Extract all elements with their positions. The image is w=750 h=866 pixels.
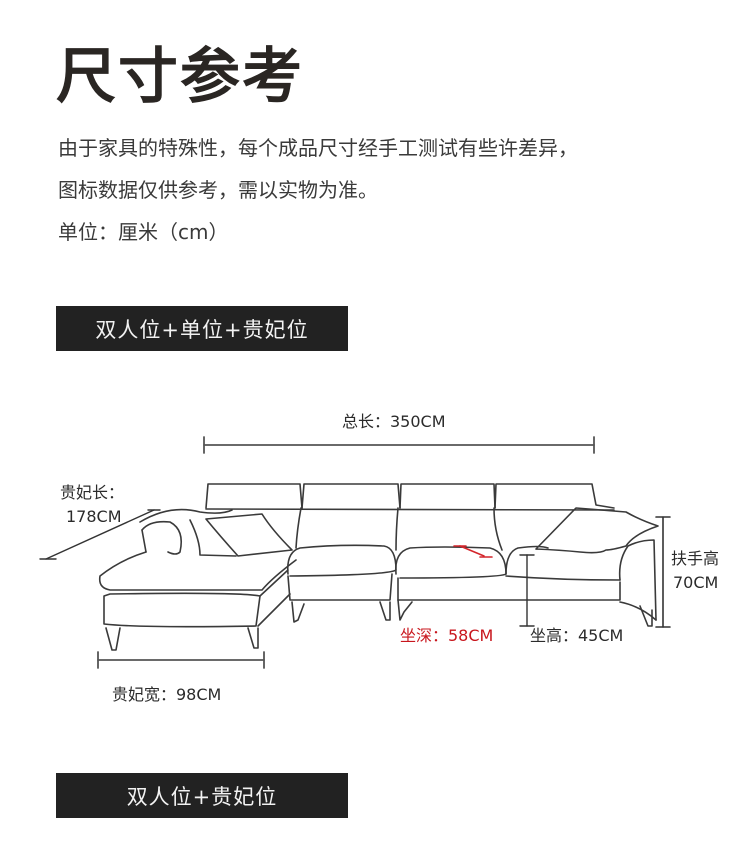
armrest-height-label: 扶手高 <box>671 549 720 568</box>
section-bar-2seat-1seat-chaise: 双人位+单位+贵妃位 <box>56 306 348 351</box>
chaise-length-value: 178CM <box>66 507 122 526</box>
sofa-line-drawing <box>39 436 671 669</box>
page-title: 尺寸参考 <box>56 42 304 112</box>
chaise-width-label: 贵妃宽：98CM <box>112 685 222 704</box>
description-line-2: 图标数据仅供参考，需以实物为准。 <box>58 178 378 202</box>
section-bar-2seat-chaise: 双人位+贵妃位 <box>56 773 348 818</box>
total-length-label: 总长：350CM <box>342 412 446 431</box>
description-line-1: 由于家具的特殊性，每个成品尺寸经手工测试有些许差异， <box>58 136 578 160</box>
seat-depth-label: 坐深：58CM <box>400 626 494 645</box>
armrest-height-value: 70CM <box>673 573 719 592</box>
seat-height-label: 坐高：45CM <box>530 626 624 645</box>
sofa-dimension-diagram: 总长：350CM 贵妃长： 178CM 扶手高 70CM 坐深：58CM 坐高：… <box>0 390 750 730</box>
unit-note: 单位：厘米（cm） <box>58 220 229 244</box>
chaise-length-label: 贵妃长： <box>60 483 125 502</box>
